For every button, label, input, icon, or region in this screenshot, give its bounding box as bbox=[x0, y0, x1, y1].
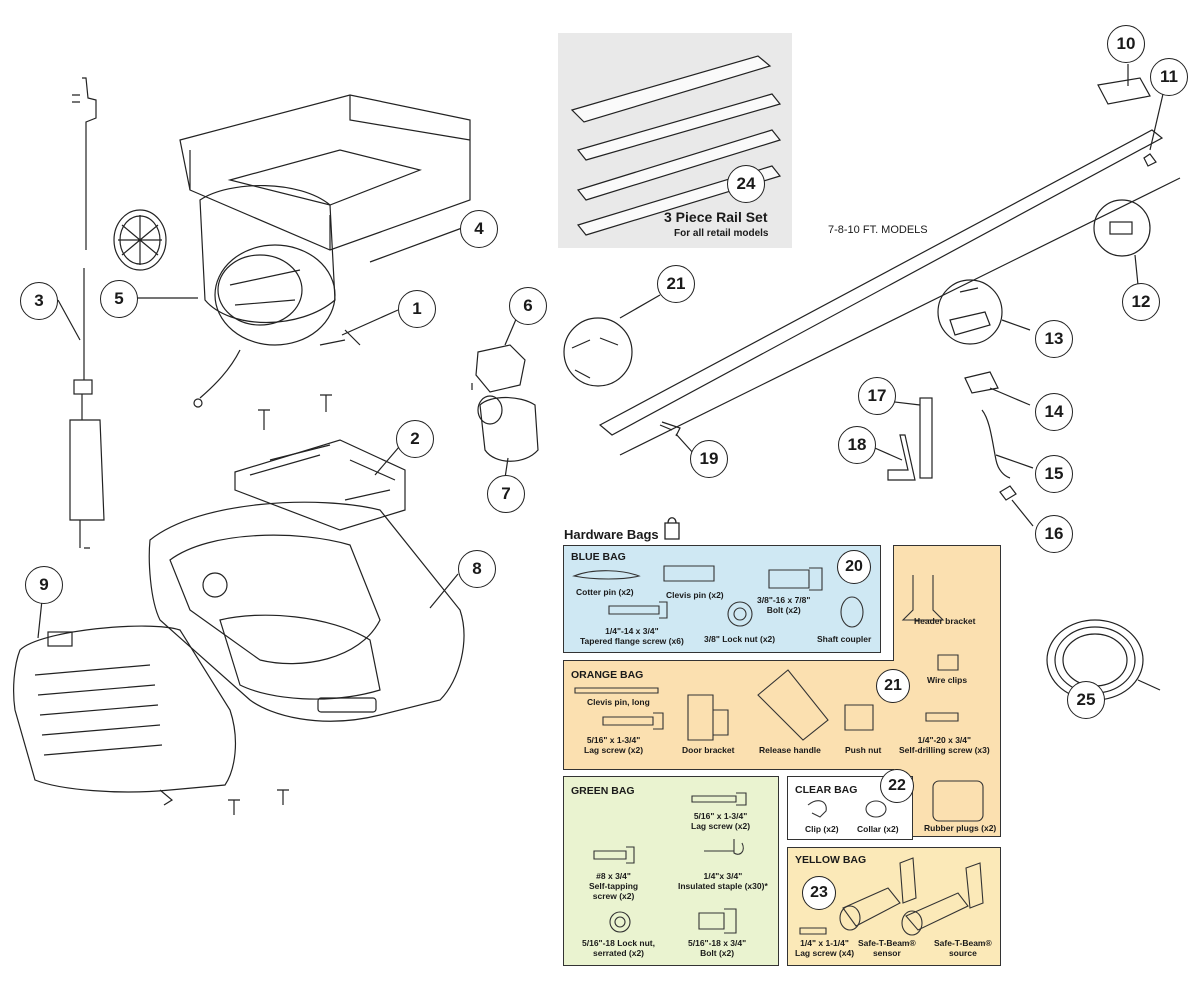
callout-18: 18 bbox=[838, 426, 876, 464]
rail-set-subtitle: For all retail models bbox=[674, 228, 769, 239]
blue-item-shaft-coupler: Shaft coupler bbox=[817, 634, 872, 644]
hardware-bags-title: Hardware Bags bbox=[564, 527, 659, 542]
callout-25: 25 bbox=[1067, 681, 1105, 719]
door-arm-drawing bbox=[887, 397, 933, 481]
clear-bag-items-drawing bbox=[807, 800, 887, 818]
blue-item-flange-screw: 1/4"-14 x 3/4" Tapered flange screw (x6) bbox=[580, 626, 684, 646]
callout-17: 17 bbox=[858, 377, 896, 415]
callout-22: 22 bbox=[880, 769, 914, 803]
callout-20: 20 bbox=[837, 550, 871, 584]
trolley-drawing bbox=[1093, 77, 1157, 257]
clear-bag-panel: CLEAR BAG 22 Clip (x2) Collar (x2) bbox=[787, 769, 914, 840]
spring-drawing bbox=[937, 279, 1003, 345]
callout-12: 12 bbox=[1122, 283, 1160, 321]
orange-item-lag-screw: 5/16" x 1-3/4" Lag screw (x2) bbox=[584, 735, 644, 755]
orange-bag-title: ORANGE BAG bbox=[571, 669, 644, 681]
orange-item-door-bracket: Door bracket bbox=[682, 745, 735, 755]
green-bag-panel: GREEN BAG 5/16" x 1-3/4" Lag screw (x2) … bbox=[563, 776, 779, 966]
sprocket-drawing bbox=[113, 209, 167, 271]
callout-11: 11 bbox=[1150, 58, 1188, 96]
blue-item-lock-nut: 3/8" Lock nut (x2) bbox=[704, 634, 776, 644]
handle-16-drawing bbox=[999, 485, 1017, 501]
callout-4: 4 bbox=[460, 210, 498, 248]
callout-23: 23 bbox=[802, 876, 836, 910]
callout-6: 6 bbox=[509, 287, 547, 325]
blue-item-clevis-pin: Clevis pin (x2) bbox=[666, 590, 724, 600]
callout-2: 2 bbox=[396, 420, 434, 458]
rail-models-label: 7-8-10 FT. MODELS bbox=[828, 224, 928, 236]
callout-16: 16 bbox=[1035, 515, 1073, 553]
clear-item-collar: Collar (x2) bbox=[857, 824, 899, 834]
yellow-bag-items-drawing bbox=[799, 857, 984, 936]
blue-bag-items-drawing bbox=[572, 565, 864, 628]
main-rail-drawing bbox=[598, 129, 1181, 456]
rail-set-title: 3 Piece Rail Set bbox=[664, 209, 768, 225]
yellow-item-sensor: Safe-T-Beam® sensor bbox=[858, 938, 916, 958]
green-item-lock-nut: 5/16"-18 Lock nut, serrated (x2) bbox=[582, 938, 655, 958]
blue-item-cotter-pin: Cotter pin (x2) bbox=[576, 587, 634, 597]
orange-item-self-drilling-screw: 1/4"-20 x 3/4" Self-drilling screw (x3) bbox=[899, 735, 990, 755]
callout-13: 13 bbox=[1035, 320, 1073, 358]
rail-set-illustration bbox=[570, 55, 782, 236]
green-item-bolt: 5/16"-18 x 3/4" Bolt (x2) bbox=[688, 938, 747, 958]
lens-cover-drawing bbox=[13, 625, 236, 793]
clip-19-drawing bbox=[661, 421, 681, 437]
yellow-bag-panel: YELLOW BAG 23 1/4" x 1-1/4" Lag screw (x… bbox=[787, 847, 1001, 966]
bag-icon bbox=[664, 517, 680, 540]
callout-1: 1 bbox=[398, 290, 436, 328]
orange-item-release-handle: Release handle bbox=[759, 745, 821, 755]
blue-bag-panel: BLUE BAG 20 Cotter pin (x2) Clevis pin (… bbox=[563, 545, 881, 653]
chassis-drawing bbox=[179, 94, 471, 251]
screws-drawing bbox=[159, 394, 332, 815]
callout-8: 8 bbox=[458, 550, 496, 588]
cord-15-drawing bbox=[981, 409, 1011, 479]
green-bag-items-drawing bbox=[593, 792, 747, 934]
motor-drawing bbox=[193, 184, 361, 408]
callout-7: 7 bbox=[487, 475, 525, 513]
callout-19: 19 bbox=[690, 440, 728, 478]
callout-15: 15 bbox=[1035, 455, 1073, 493]
bracket-14-drawing bbox=[964, 371, 999, 394]
orange-item-clevis-pin-long: Clevis pin, long bbox=[587, 697, 650, 707]
clear-item-clip: Clip (x2) bbox=[805, 824, 839, 834]
orange-item-header-bracket: Header bracket bbox=[914, 616, 976, 626]
orange-bag-join bbox=[891, 661, 895, 769]
circuit-board-drawing bbox=[234, 439, 406, 531]
orange-item-push-nut: Push nut bbox=[845, 745, 882, 755]
orange-item-rubber-plugs: Rubber plugs (x2) bbox=[924, 823, 997, 833]
hardware-21-drawing bbox=[563, 317, 633, 387]
power-cord-drawing bbox=[69, 77, 105, 549]
clear-bag-title: CLEAR BAG bbox=[795, 784, 858, 796]
blue-item-bolt: 3/8"-16 x 7/8" Bolt (x2) bbox=[757, 595, 811, 615]
green-item-insulated-staple: 1/4"x 3/4" Insulated staple (x30)* bbox=[678, 871, 768, 891]
callout-10: 10 bbox=[1107, 25, 1145, 63]
yellow-bag-title: YELLOW BAG bbox=[795, 854, 867, 866]
green-item-self-tapping-screw: #8 x 3/4" Self-tapping screw (x2) bbox=[589, 871, 639, 901]
green-item-lag-screw: 5/16" x 1-3/4" Lag screw (x2) bbox=[691, 811, 751, 831]
cable-coil-drawing bbox=[1046, 619, 1161, 701]
capacitor-drawing bbox=[471, 344, 539, 462]
orange-item-wire-clips: Wire clips bbox=[927, 675, 968, 685]
yellow-item-source: Safe-T-Beam® source bbox=[934, 938, 992, 958]
callout-21-top: 21 bbox=[657, 265, 695, 303]
housing-drawing bbox=[148, 501, 465, 722]
callout-3: 3 bbox=[20, 282, 58, 320]
green-bag-title: GREEN BAG bbox=[571, 785, 635, 797]
yellow-item-lag-screw: 1/4" x 1-1/4" Lag screw (x4) bbox=[795, 938, 855, 958]
callout-9: 9 bbox=[25, 566, 63, 604]
blue-bag-title: BLUE BAG bbox=[571, 551, 626, 563]
callout-24: 24 bbox=[727, 165, 765, 203]
callout-14: 14 bbox=[1035, 393, 1073, 431]
callout-5: 5 bbox=[100, 280, 138, 318]
orange-bag-items-drawing bbox=[574, 575, 984, 822]
callout-21: 21 bbox=[876, 669, 910, 703]
